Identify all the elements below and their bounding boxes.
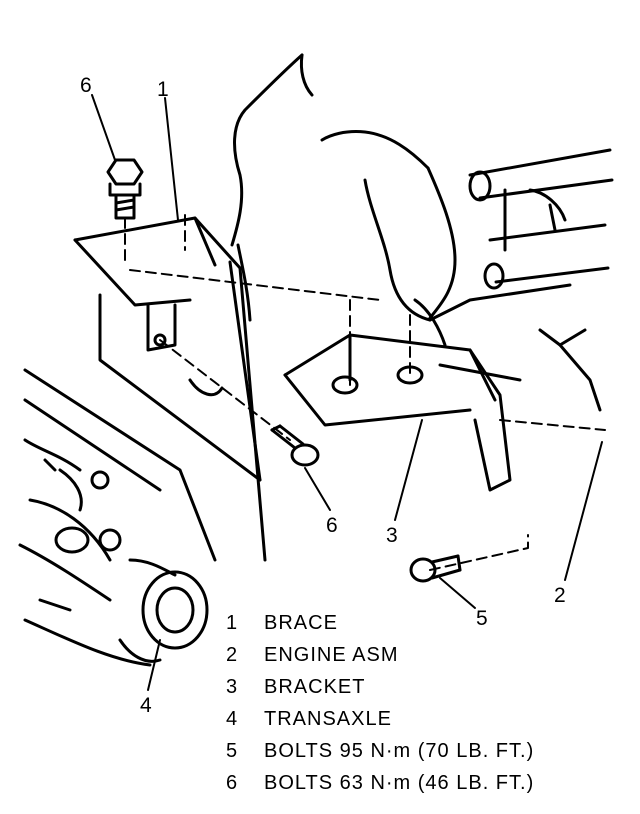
legend-number: 3: [226, 675, 239, 698]
legend-row: 1 BRACE: [226, 607, 534, 639]
callout-1: 1: [157, 78, 169, 101]
legend-row: 6 BOLTS 63 N·m (46 LB. FT.): [226, 767, 534, 799]
legend-label: BOLTS 95 N·m (70 LB. FT.): [264, 739, 535, 762]
callout-6-top: 6: [80, 74, 92, 97]
legend-number: 1: [226, 611, 239, 634]
legend-row: 5 BOLTS 95 N·m (70 LB. FT.): [226, 735, 534, 767]
parts-legend: 1 BRACE 2 ENGINE ASM 3 BRACKET 4 TRANSAX…: [226, 607, 534, 799]
bolt-lower: [409, 554, 462, 583]
transaxle: [18, 368, 217, 667]
legend-label: BOLTS 63 N·m (46 LB. FT.): [264, 771, 535, 794]
legend-number: 4: [226, 707, 239, 730]
legend-row: 3 BRACKET: [226, 671, 534, 703]
bolt-top: [106, 158, 144, 220]
callout-4: 4: [140, 694, 152, 717]
legend-row: 2 ENGINE ASM: [226, 639, 534, 671]
bracket: [283, 298, 522, 492]
engine-assembly: [230, 53, 614, 412]
callout-3: 3: [386, 524, 398, 547]
callouts: 6 1 6 3 5 2 4: [80, 74, 566, 717]
callout-6-mid: 6: [326, 514, 338, 537]
brace: [73, 216, 267, 562]
legend-number: 6: [226, 771, 239, 794]
callout-2: 2: [554, 584, 566, 607]
legend-label: BRACE: [264, 611, 338, 634]
leader-lines: [91, 94, 603, 691]
legend-label: BRACKET: [264, 675, 366, 698]
legend-label: TRANSAXLE: [264, 707, 392, 730]
legend-row: 4 TRANSAXLE: [226, 703, 534, 735]
callout-5: 5: [476, 607, 488, 630]
legend-label: ENGINE ASM: [264, 643, 399, 666]
legend-number: 5: [226, 739, 239, 762]
legend-number: 2: [226, 643, 239, 666]
alignment-lines: [124, 214, 606, 571]
